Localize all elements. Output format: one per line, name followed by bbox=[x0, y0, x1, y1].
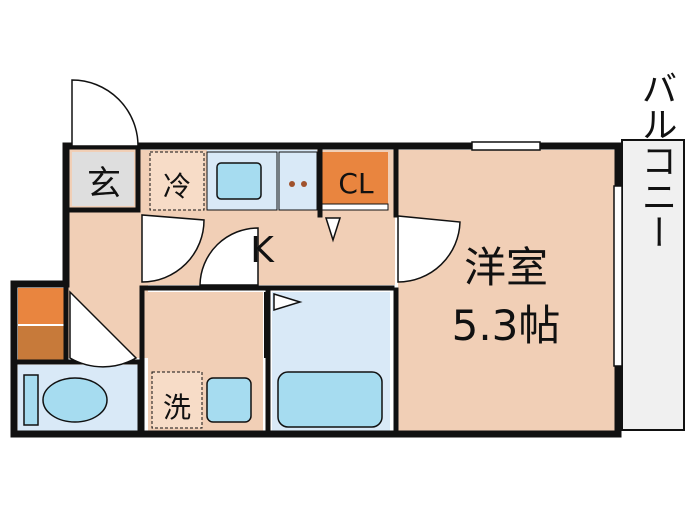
closet-label: CL bbox=[338, 167, 374, 200]
balcony-label: バルコニー bbox=[636, 70, 677, 250]
genkan-label: 玄 bbox=[87, 164, 121, 204]
window-top bbox=[471, 141, 541, 151]
sink-icon bbox=[216, 162, 262, 200]
kitchen-label: K bbox=[250, 230, 275, 271]
genkan-tile bbox=[72, 152, 134, 206]
fridge-label: 冷 bbox=[163, 170, 191, 203]
closet-arrow-icon bbox=[324, 217, 342, 243]
toilet-tank bbox=[23, 374, 39, 426]
toilet-icon bbox=[42, 377, 108, 423]
western-room-size: 5.3帖 bbox=[452, 301, 561, 350]
western-room-label: 洋室 bbox=[464, 243, 548, 292]
stove-icon bbox=[289, 181, 295, 187]
washer-label: 洗 bbox=[163, 391, 191, 424]
door-swing-icon bbox=[69, 79, 461, 368]
storage-upper bbox=[18, 288, 66, 324]
door-arrow-icon bbox=[273, 292, 303, 312]
closet-door-strip bbox=[321, 203, 389, 211]
stove-icon-2 bbox=[301, 181, 307, 187]
storage-lower bbox=[18, 326, 66, 360]
washbasin-icon bbox=[206, 377, 252, 423]
balcony-door bbox=[613, 185, 623, 367]
bathtub-icon bbox=[277, 371, 383, 428]
closet bbox=[322, 152, 388, 204]
western-room bbox=[398, 150, 616, 432]
washer-space bbox=[151, 371, 203, 429]
stove-box bbox=[278, 151, 318, 211]
fridge-space bbox=[149, 151, 205, 211]
